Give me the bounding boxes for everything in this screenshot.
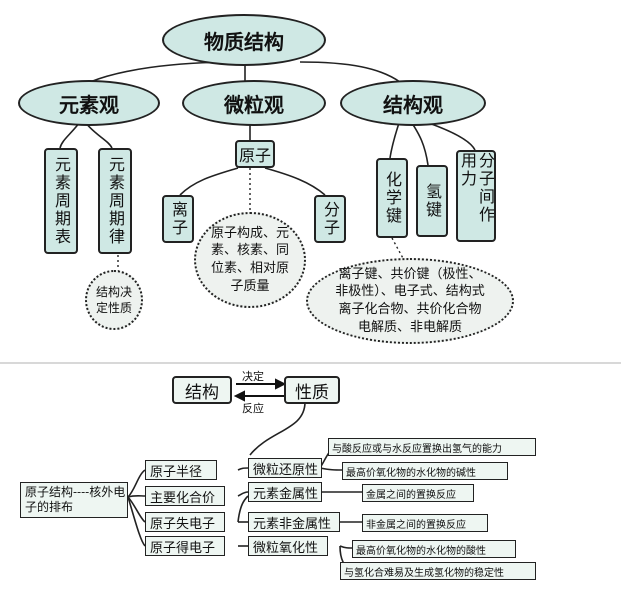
structure-detail-line: 离子键、共价键（极性、 [338, 266, 482, 282]
level2-item: 元素非金属性 [248, 512, 340, 532]
box-hydrogen-bond: 氢键 [416, 165, 448, 237]
view-structure: 结构观 [340, 80, 486, 126]
view-particle: 微粒观 [182, 80, 326, 126]
level2-item: 元素金属性 [248, 482, 322, 502]
box-periodic-law: 元素周期律 [98, 148, 132, 254]
level1-item: 原子得电子 [145, 536, 225, 556]
box-chemical-bond: 化学键 [376, 158, 408, 238]
box-periodic-table: 元素周期表 [44, 148, 78, 254]
level3-item: 与酸反应或与水反应置换出氢气的能力 [328, 438, 536, 456]
structure-detail-line: 离子化合物、共价化合物 [338, 302, 482, 317]
box-ion: 离子 [162, 195, 194, 243]
note-structure-decides: 结构决定性质 [85, 270, 143, 330]
level2-item: 微粒还原性 [248, 458, 322, 478]
level1-item: 原子失电子 [145, 512, 225, 532]
structure-box: 结构 [172, 376, 232, 404]
structure-detail-line: 电解质、非电解质 [357, 319, 462, 335]
level3-item: 金属之间的置换反应 [362, 484, 474, 502]
box-molecule: 分子 [314, 195, 346, 243]
level3-item: 非金属之间的置换反应 [362, 514, 488, 532]
structure-detail-line: 非极性）、电子式、结构式 [335, 284, 485, 300]
level3-item: 最高价氧化物的水化物的碱性 [342, 462, 508, 480]
decide-label: 决定 [242, 370, 264, 383]
root-node: 物质结构 [162, 14, 326, 66]
box-atom: 原子 [235, 140, 275, 168]
level2-item: 微粒氧化性 [248, 536, 328, 556]
view-element: 元素观 [18, 80, 160, 126]
structure-detail: 离子键、共价键（极性、 非极性）、电子式、结构式 离子化合物、共价化合物 电解质… [306, 258, 514, 344]
level3-item: 与氢化合难易及生成氢化物的稳定性 [340, 562, 536, 580]
atom-structure-box: 原子结构----核外电子的排布 [20, 482, 128, 518]
reflect-label: 反应 [242, 402, 264, 415]
box-intermolecular-force: 分子间作用力 [456, 150, 496, 242]
level1-item: 原子半径 [145, 460, 217, 480]
section-separator [0, 362, 621, 364]
level1-item: 主要化合价 [145, 486, 225, 506]
level3-item: 最高价氧化物的水化物的酸性 [352, 540, 516, 558]
property-box: 性质 [284, 376, 340, 404]
atom-detail: 原子构成、元素、核素、同位素、相对原子质量 [194, 212, 306, 308]
